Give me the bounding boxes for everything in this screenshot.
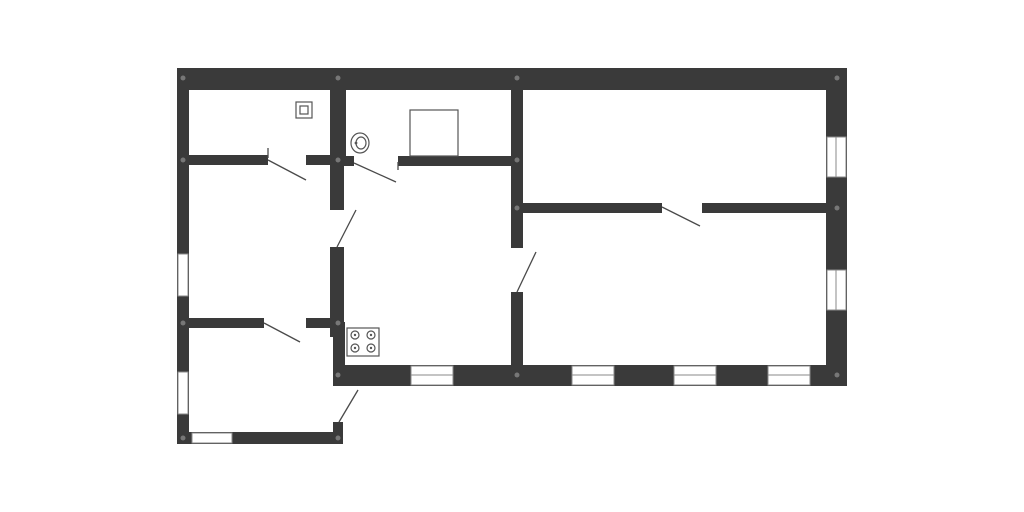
window-west-2 [177,371,189,415]
east-rooms-divider-right [702,203,828,213]
east-rooms-divider-left [522,203,662,213]
door-storage [267,159,307,181]
door-entrance [338,389,359,423]
partition-west-upper [330,88,346,166]
partition-central-upper [511,88,523,248]
window-porch-south [191,432,233,444]
bathtub-icon [409,109,459,157]
door-bathroom [353,162,397,183]
washbasin-icon [350,132,370,154]
window-south-3 [673,365,717,386]
window-west-1 [177,253,189,297]
window-east-2 [826,269,847,311]
porch-north-wall [188,318,264,328]
east-wall [826,68,847,386]
bathroom-south-wall [398,156,514,166]
top-wall [177,68,847,90]
door-west-room [336,209,357,248]
windows [177,136,847,444]
partition-west-lower [330,166,344,210]
window-east-1 [826,136,847,178]
chimney-square-icon [295,101,313,119]
porch-east-wall-lower [333,422,343,444]
fixtures [295,101,459,357]
interior-walls [188,88,828,372]
storage-south-wall-right [306,155,336,165]
door-east-rooms [661,206,701,227]
door-porch [263,322,301,343]
partition-west-bottom [330,247,344,337]
doors [263,148,701,423]
window-south-1 [410,365,454,386]
bathroom-south-wall-left [344,156,354,166]
stove-icon [346,327,380,357]
storage-south-wall [188,155,268,165]
partition-central-lower [511,292,523,372]
wall-joint-markers [180,75,840,441]
porch-north-wall-right [306,318,336,328]
door-room-east [516,251,537,293]
window-south-4 [767,365,811,386]
window-south-2 [571,365,615,386]
